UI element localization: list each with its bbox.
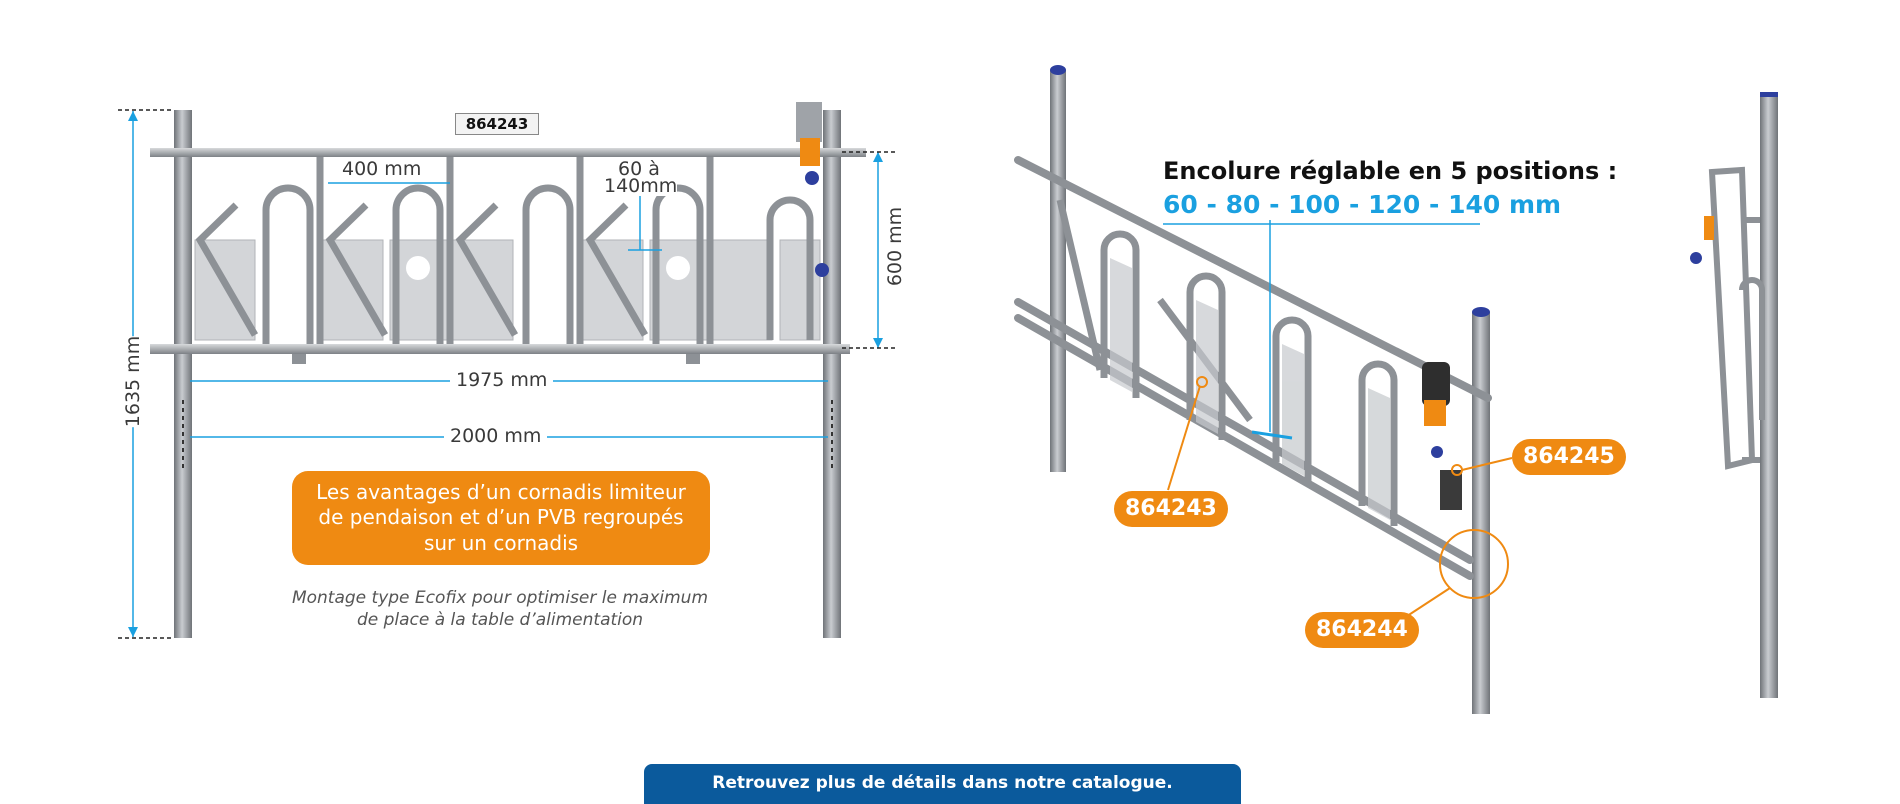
adjustable-neck-title: Encolure réglable en 5 positions :	[1163, 157, 1618, 185]
neck-range-label-1: 60 à	[618, 158, 660, 180]
benefits-callout: Les avantages d’un cornadis limiteur de …	[292, 471, 710, 565]
inner-width-label: 1975 mm	[450, 371, 554, 390]
mounting-caption: Montage type Ecofix pour optimiser le ma…	[220, 587, 780, 631]
benefits-callout-text: Les avantages d’un cornadis limiteur de …	[316, 479, 686, 555]
right-post	[823, 110, 841, 638]
neck-range-label-2: 140mm	[604, 175, 678, 197]
caption-line-2: de place à la table d’alimentation	[356, 610, 644, 631]
part-tag-864245: 864245	[1512, 439, 1626, 475]
bottom-rail	[150, 344, 850, 354]
caption-line-1: Montage type Ecofix pour optimiser le ma…	[291, 588, 709, 608]
top-rail	[150, 148, 866, 157]
part-tag-864244: 864244	[1305, 612, 1419, 648]
reference-label: 864243	[455, 113, 539, 135]
slot-width-label: 400 mm	[342, 158, 422, 180]
catalogue-banner[interactable]: Retrouvez plus de détails dans notre cat…	[644, 764, 1241, 804]
left-post	[174, 110, 192, 638]
outer-width-label: 2000 mm	[444, 427, 548, 446]
neck-positions-values: 60 - 80 - 100 - 120 - 140 mm	[1163, 190, 1562, 219]
part-tag-864243: 864243	[1114, 491, 1228, 527]
